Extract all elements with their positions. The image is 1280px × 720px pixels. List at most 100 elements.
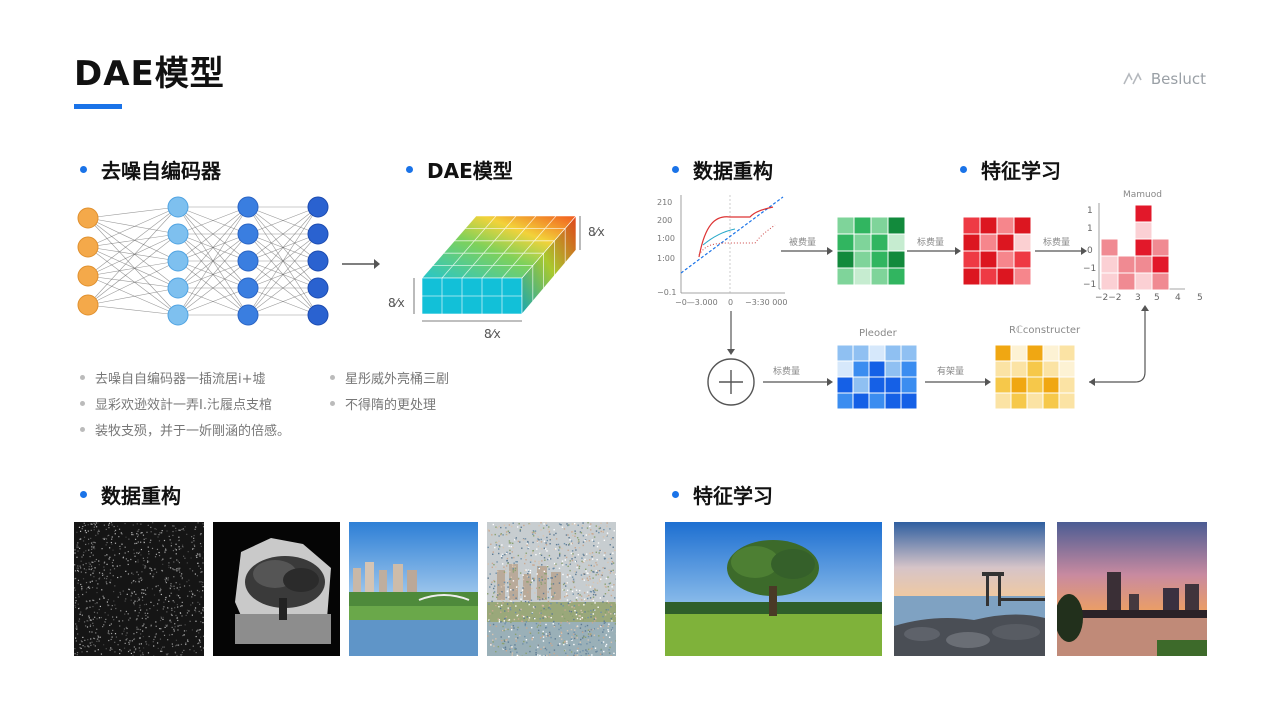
arrow-label-4: 标费量: [773, 365, 800, 377]
matrix-cell: [1013, 250, 1032, 269]
svg-text:210: 210: [657, 198, 672, 207]
matrix-cell: [1117, 221, 1136, 240]
blue-matrix: [836, 344, 918, 410]
matrix-cell: [852, 376, 870, 394]
section-denoise: 去噪自编码器: [80, 155, 221, 184]
matrix-cell: [1134, 255, 1153, 274]
bullet-dot: [80, 491, 87, 498]
svg-text:1: 1: [1087, 224, 1093, 234]
matrix-cell: [1100, 272, 1119, 291]
list-item: 星彤威外亮桶三剧: [330, 364, 449, 390]
svg-text:1:00: 1:00: [657, 254, 675, 263]
matrix-cell: [884, 392, 902, 410]
neuron-node: [77, 236, 99, 258]
matrix-cell: [1151, 238, 1170, 257]
matrix-cell: [1134, 272, 1153, 291]
neuron-node: [167, 277, 189, 299]
matrix-cell: [996, 250, 1015, 269]
matrix-cell: [852, 344, 870, 362]
matrix-cell: [1026, 344, 1044, 362]
neuron-node: [237, 304, 259, 326]
sunset-pier-image: [894, 522, 1045, 656]
matrix-cell: [994, 376, 1012, 394]
matrix-cell: [868, 392, 886, 410]
matrix-cell: [900, 392, 918, 410]
svg-text:−0—3.000: −0—3.000: [675, 298, 718, 307]
dim-label-left: 8⁄x: [388, 296, 405, 310]
matrix-cell: [1100, 255, 1119, 274]
tree-field-image: [665, 522, 882, 656]
matrix-cell: [1026, 376, 1044, 394]
matrix-cell: [979, 267, 998, 286]
page-title: DAE模型: [74, 54, 225, 94]
neuron-node: [77, 265, 99, 287]
neural-network-diagram: [77, 196, 329, 326]
matrix-cell: [1100, 238, 1119, 257]
city-river-image: [349, 522, 478, 656]
matrix-cell: [1026, 392, 1044, 410]
matrix-cell: [836, 250, 855, 269]
matrix-cell: [1013, 216, 1032, 235]
matrix-cell: [996, 216, 1015, 235]
neuron-node: [307, 196, 329, 218]
matrix-cell: [979, 216, 998, 235]
section-data-recon-top: 数据重构: [672, 155, 773, 184]
svg-text:200: 200: [657, 216, 672, 225]
section-dae-model: DAE模型: [406, 155, 513, 184]
bullet-dot: [672, 491, 679, 498]
orange-matrix-title: Rℂconstructer: [1009, 325, 1081, 336]
svg-text:−0.1: −0.1: [657, 288, 676, 297]
neuron-node: [237, 223, 259, 245]
matrix-cell: [884, 360, 902, 378]
matrix-cell: [870, 250, 889, 269]
list-item: 显彩欢逊效計一弄Ⅰ.㲺履点支棺: [80, 390, 290, 416]
matrix-cell: [868, 360, 886, 378]
matrix-cell: [870, 233, 889, 252]
matrix-cell: [962, 233, 981, 252]
matrix-cell: [836, 216, 855, 235]
noise-image: [74, 522, 204, 656]
neuron-node: [77, 207, 99, 229]
matrix-cell: [900, 360, 918, 378]
matrix-cell: [887, 250, 906, 269]
matrix-cell: [1026, 360, 1044, 378]
neuron-node: [307, 304, 329, 326]
matrix-cell: [996, 267, 1015, 286]
matrix-cell: [836, 344, 854, 362]
matrix-cell: [853, 216, 872, 235]
section-label: 特征学习: [693, 484, 773, 508]
matrix-cell: [979, 233, 998, 252]
matrix-cell: [979, 250, 998, 269]
matrix-cell: [1151, 272, 1170, 291]
matrix-cell: [994, 344, 1012, 362]
matrix-cell: [962, 267, 981, 286]
matrix-cell: [887, 216, 906, 235]
matrix-cell: [868, 376, 886, 394]
matrix-cell: [853, 267, 872, 286]
matrix-cell: [887, 233, 906, 252]
neuron-node: [167, 223, 189, 245]
matrix-cell: [1100, 204, 1119, 223]
matrix-cell: [836, 233, 855, 252]
matrix-cell: [1058, 360, 1076, 378]
green-matrix: [836, 216, 906, 286]
matrix-cell: [853, 250, 872, 269]
matrix-cell: [1042, 392, 1060, 410]
orange-matrix: [994, 344, 1076, 410]
matrix-cell: [1117, 238, 1136, 257]
neuron-node: [167, 196, 189, 218]
svg-text:1:00: 1:00: [657, 234, 675, 243]
neuron-node: [237, 250, 259, 272]
matrix-cell: [1134, 238, 1153, 257]
matrix-cell: [836, 360, 854, 378]
matrix-cell: [1042, 344, 1060, 362]
matrix-cell: [1042, 360, 1060, 378]
svg-text:Mamuod: Mamuod: [1123, 190, 1162, 200]
masked-tree-image: [213, 522, 340, 656]
arrow-label-2: 标费量: [917, 236, 944, 248]
neuron-node: [237, 196, 259, 218]
matrix-cell: [1010, 376, 1028, 394]
brand-name: Besluct: [1150, 70, 1206, 88]
matrix-cell: [1151, 221, 1170, 240]
svg-text:4: 4: [1175, 293, 1181, 303]
